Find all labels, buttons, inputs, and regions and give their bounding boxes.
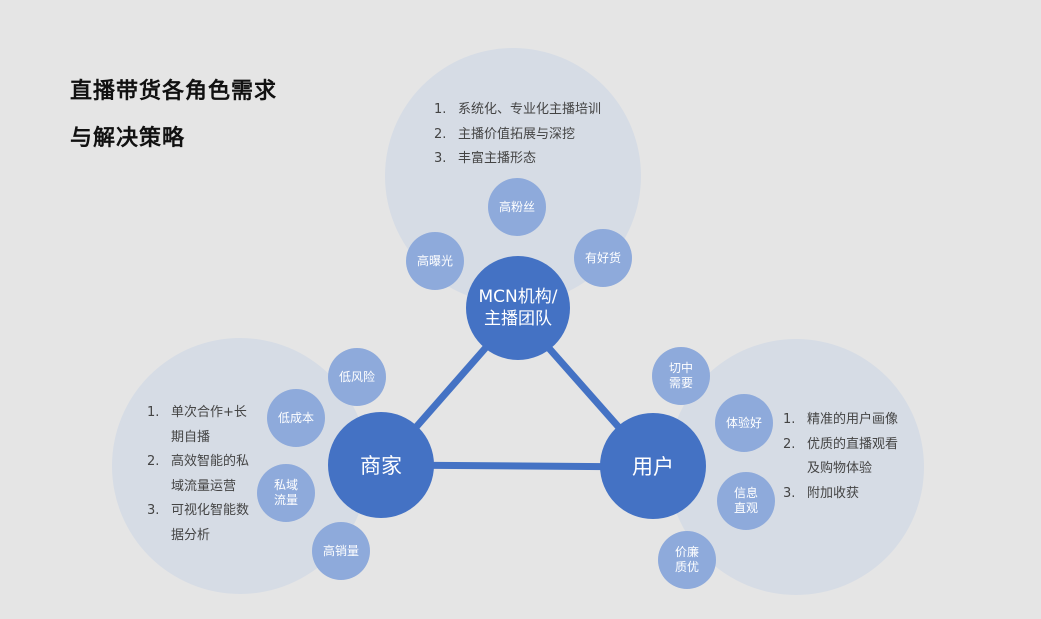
need-label: 有好货	[584, 250, 621, 265]
item-text-cont: 期自播	[171, 429, 211, 445]
item-number: 1.	[147, 405, 160, 420]
page-title-line2: 与解决策略	[70, 126, 186, 151]
need-label: 体验好	[725, 415, 762, 430]
item-text: 优质的直播观看	[807, 436, 899, 452]
merchant-node: 商家	[328, 412, 434, 518]
item-text: 精准的用户画像	[807, 412, 899, 427]
page-title-line1: 直播带货各角色需求	[70, 79, 278, 104]
user-need-good-experience: 体验好	[715, 394, 773, 452]
mcn-need-high-fans: 高粉丝	[488, 178, 546, 236]
mcn-strategy-item: 2. 主播价值拓展与深挖	[434, 123, 601, 148]
item-number: 2.	[783, 436, 796, 452]
user-need-good-value: 价廉质优	[658, 531, 716, 589]
item-number: 1.	[783, 412, 796, 427]
item-number: 3.	[434, 151, 447, 166]
need-label-line1: 价廉	[674, 545, 699, 559]
item-text: 单次合作+长	[171, 405, 247, 420]
mcn-need-high-exposure: 高曝光	[406, 232, 464, 290]
item-number: 1.	[434, 102, 447, 117]
mcn-need-good-goods: 有好货	[574, 229, 632, 287]
mcn-strategy-item: 1. 系统化、专业化主播培训	[434, 98, 601, 123]
item-number: 3.	[147, 503, 160, 518]
merchant-strategy-item: 2. 高效智能的私域流量运营	[147, 450, 249, 499]
user-strategy-item: 3. 附加收获	[783, 482, 898, 507]
need-label-line1: 切中	[668, 361, 693, 375]
need-label: 高曝光	[416, 253, 453, 268]
item-text: 系统化、专业化主播培训	[458, 102, 602, 117]
item-text-cont: 及购物体验	[807, 461, 873, 476]
item-text: 附加收获	[807, 485, 860, 501]
need-label-line2: 流量	[273, 493, 298, 507]
need-label: 低风险	[338, 369, 375, 384]
merchant-need-low-cost: 低成本	[267, 389, 325, 447]
item-text: 可视化智能数	[171, 503, 250, 518]
user-strategy-list: 1. 精准的用户画像 2. 优质的直播观看及购物体验 3. 附加收获	[783, 408, 898, 506]
need-label: 高粉丝	[498, 199, 535, 214]
merchant-label: 商家	[360, 454, 402, 478]
item-text-cont: 域流量运营	[171, 478, 237, 494]
user-need-clear-info: 信息直观	[717, 472, 775, 530]
mcn-strategy-list: 1. 系统化、专业化主播培训 2. 主播价值拓展与深挖 3. 丰富主播形态	[434, 98, 601, 172]
mcn-node: MCN机构/主播团队	[466, 256, 570, 360]
item-text: 高效智能的私	[171, 454, 250, 469]
item-number: 3.	[783, 485, 796, 501]
merchant-strategy-list: 1. 单次合作+长期自播 2. 高效智能的私域流量运营 3. 可视化智能数据分析	[147, 401, 249, 548]
mcn-strategy-item: 3. 丰富主播形态	[434, 147, 601, 172]
item-number: 2.	[434, 126, 447, 142]
merchant-strategy-item: 3. 可视化智能数据分析	[147, 499, 249, 548]
need-label-line2: 质优	[674, 560, 699, 574]
merchant-strategy-item: 1. 单次合作+长期自播	[147, 401, 249, 450]
merchant-need-low-risk: 低风险	[328, 348, 386, 406]
need-label-line2: 需要	[668, 376, 693, 390]
item-text-cont: 据分析	[171, 527, 211, 543]
user-label: 用户	[632, 455, 674, 479]
need-label: 低成本	[277, 410, 314, 425]
user-strategy-item: 1. 精准的用户画像	[783, 408, 898, 433]
item-text: 丰富主播形态	[458, 151, 537, 166]
item-number: 2.	[147, 454, 160, 469]
need-label-line2: 直观	[733, 501, 758, 515]
merchant-need-high-sales: 高销量	[312, 522, 370, 580]
need-label: 高销量	[322, 543, 359, 558]
need-label-line1: 私域	[273, 478, 298, 492]
mcn-label-line1: MCN机构/	[478, 287, 558, 307]
need-label-line1: 信息	[733, 486, 758, 500]
item-text: 主播价值拓展与深挖	[458, 126, 576, 142]
user-need-meets-needs: 切中需要	[652, 347, 710, 405]
user-strategy-item: 2. 优质的直播观看及购物体验	[783, 433, 898, 482]
mcn-label-line2: 主播团队	[483, 309, 552, 329]
user-node: 用户	[600, 413, 706, 519]
merchant-need-private-traffic: 私域流量	[257, 464, 315, 522]
